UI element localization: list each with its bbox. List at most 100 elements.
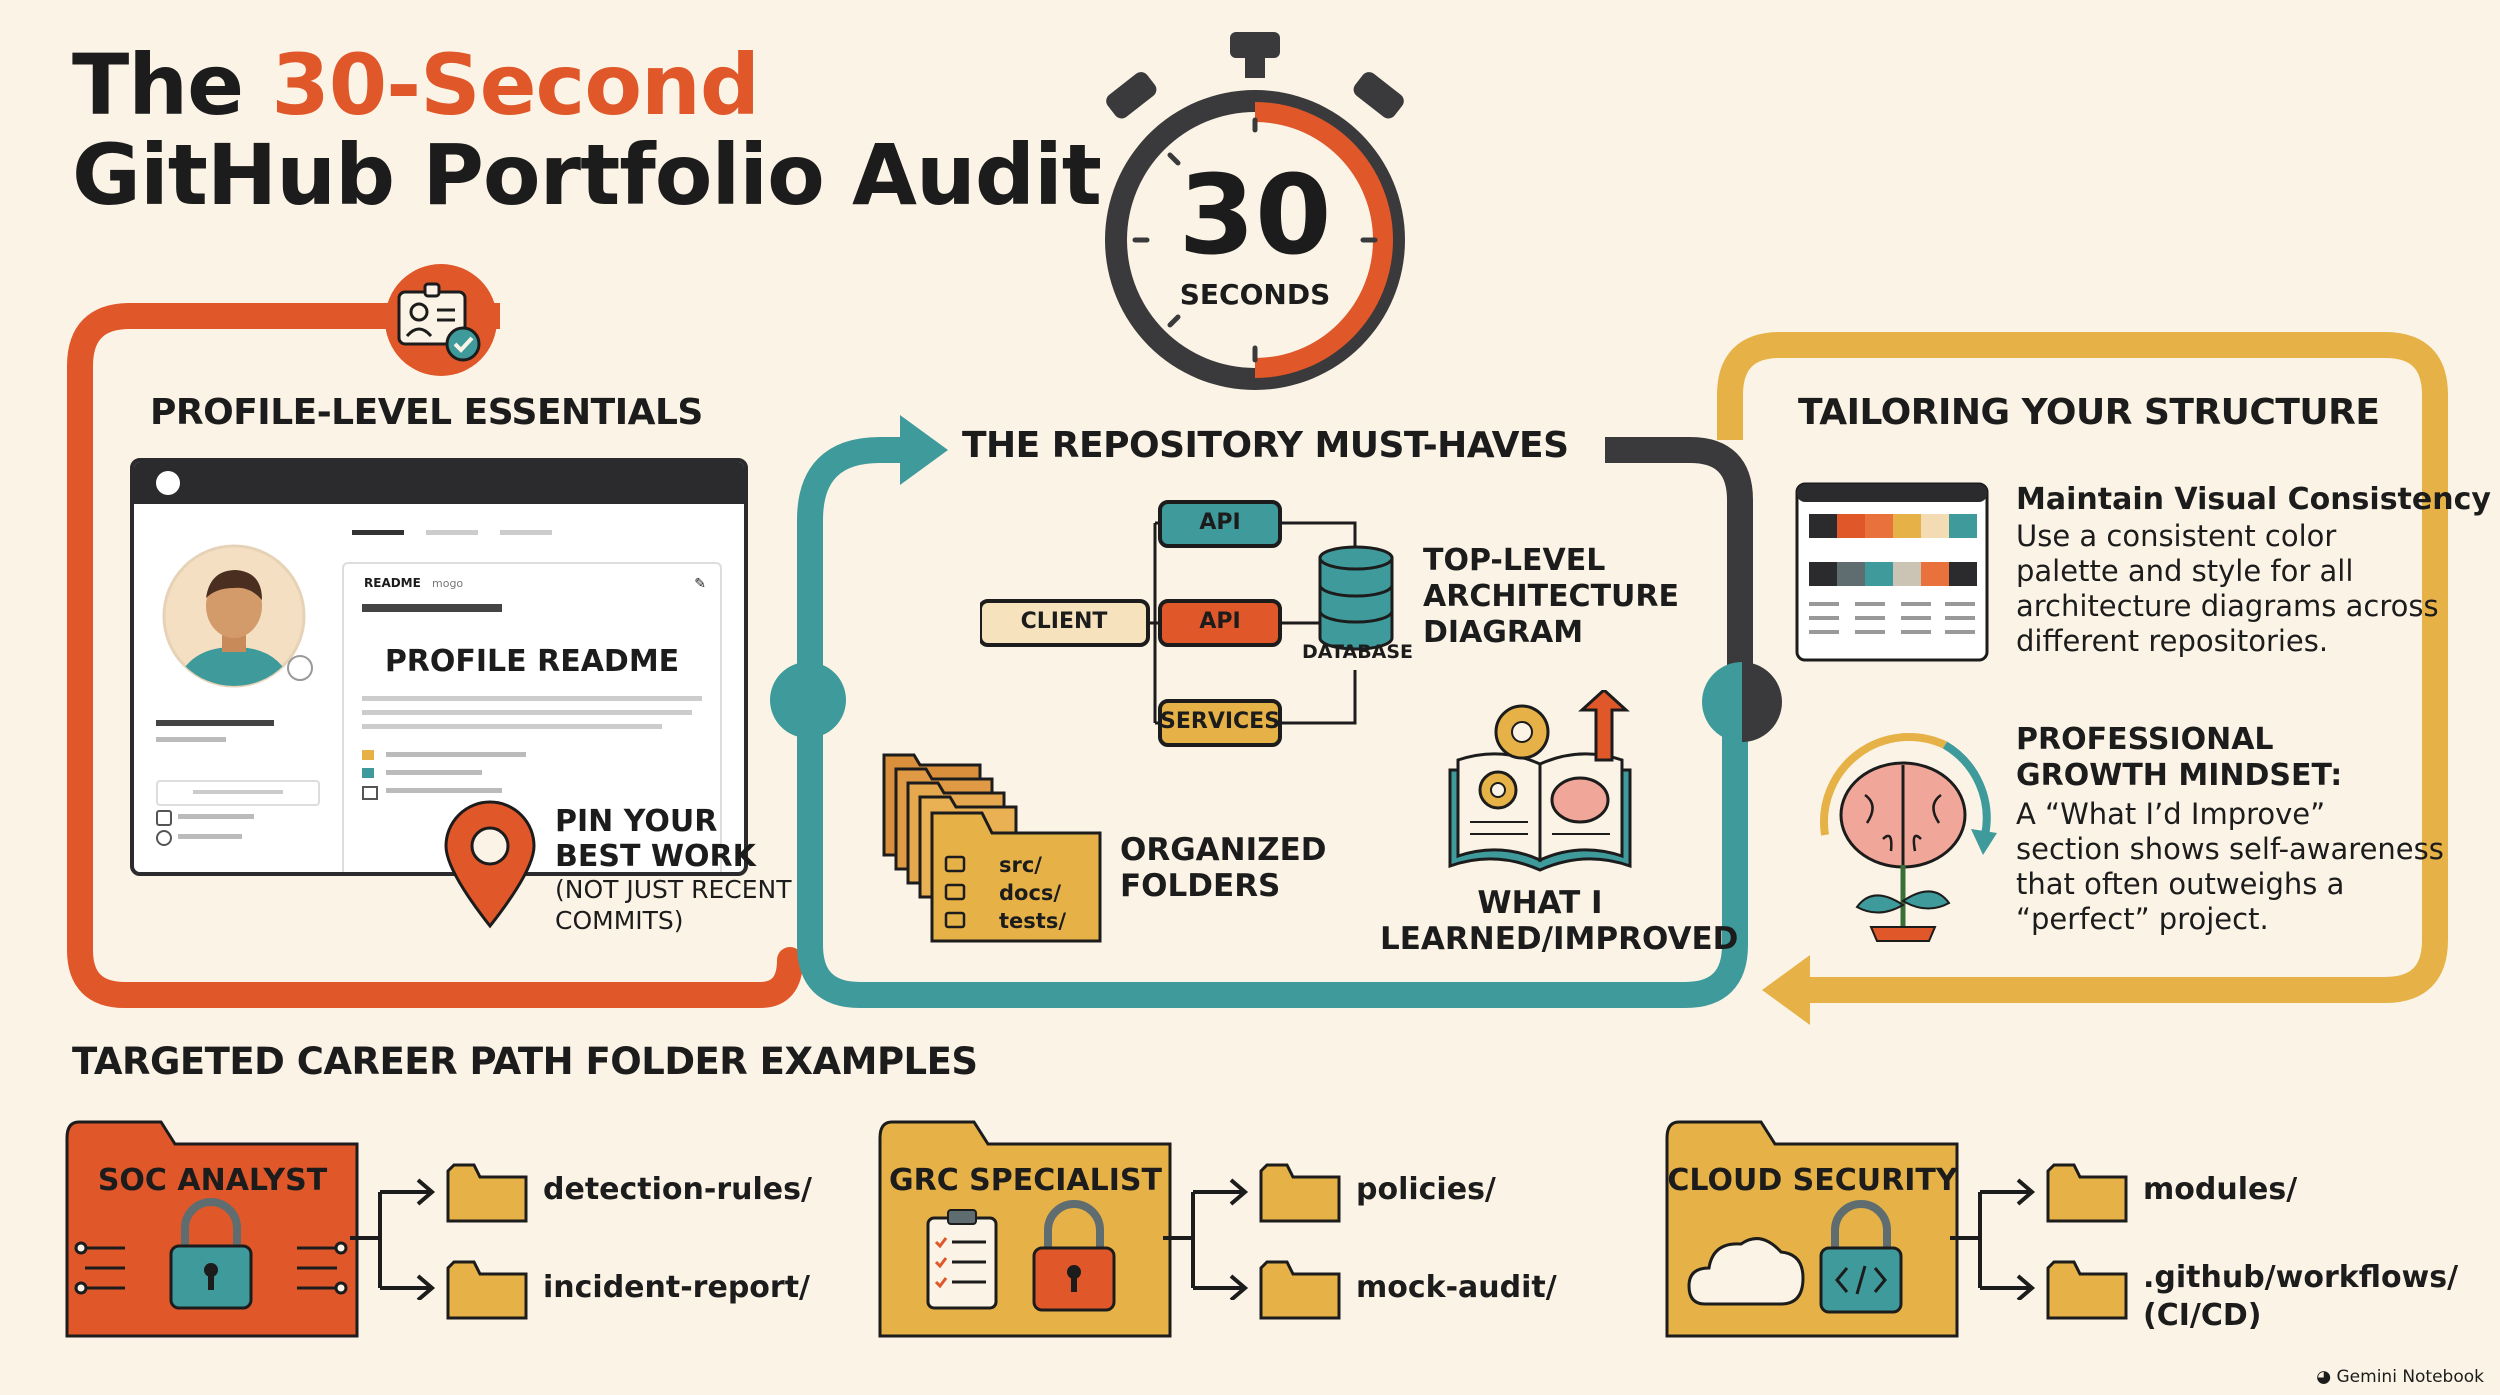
pin-line-2: BEST WORK bbox=[555, 839, 756, 874]
soc-folder-1: detection-rules/ bbox=[543, 1172, 812, 1207]
api-node-2: API bbox=[1199, 609, 1241, 634]
growth-line-4: “perfect” project. bbox=[2016, 902, 2269, 936]
database-label: DATABASE bbox=[1302, 641, 1414, 663]
growth-brain-icon bbox=[1820, 733, 1997, 942]
title-line-2: GitHub Portfolio Audit bbox=[72, 126, 1102, 224]
folder-src: src/ bbox=[999, 853, 1042, 877]
readme-label: README bbox=[364, 576, 421, 590]
folder-icon bbox=[446, 1260, 528, 1320]
folder-icon bbox=[2046, 1163, 2128, 1223]
page-title: The 30-Second GitHub Portfolio Audit bbox=[72, 40, 1102, 224]
palette-window-icon bbox=[1795, 482, 1989, 662]
pencil-icon: ✎ bbox=[694, 576, 706, 592]
cloud-branch bbox=[1950, 1178, 2036, 1300]
timer-number: 30 bbox=[1178, 151, 1332, 279]
repo-arrow-icon bbox=[900, 415, 948, 485]
growth-line-1: A “What I’d Improve” bbox=[2016, 797, 2326, 831]
location-icon bbox=[156, 830, 172, 846]
folder-icon bbox=[1259, 1260, 1341, 1320]
folder-icon bbox=[1259, 1163, 1341, 1223]
visual-line-1: Use a consistent color bbox=[2016, 519, 2337, 553]
soc-folder-2: incident-report/ bbox=[543, 1270, 810, 1305]
soc-label: SOC ANALYST bbox=[97, 1163, 328, 1198]
book-brain-icon bbox=[1448, 690, 1632, 872]
window-titlebar bbox=[134, 462, 744, 504]
stopwatch-icon bbox=[1105, 32, 1405, 390]
location-pin-icon bbox=[444, 800, 536, 929]
arch-line-1: TOP-LEVEL bbox=[1423, 543, 1606, 578]
profile-loop bbox=[67, 303, 803, 1008]
tailoring-heading: TAILORING YOUR STRUCTURE bbox=[1798, 392, 2380, 433]
connector-dark bbox=[1742, 662, 1782, 742]
tab-active bbox=[352, 530, 404, 535]
readme-line bbox=[386, 788, 502, 793]
cloud-label: CLOUD SECURITY bbox=[1667, 1163, 1958, 1198]
tab-2 bbox=[426, 530, 478, 535]
readme-card: README mogo ✎ PROFILE README bbox=[342, 562, 722, 872]
growth-line-3: that often outweighs a bbox=[2016, 867, 2345, 901]
growth-title-1: PROFESSIONAL bbox=[2016, 722, 2274, 757]
repo-loop bbox=[797, 437, 1748, 1008]
soc-branch bbox=[350, 1178, 436, 1300]
follow-button bbox=[156, 780, 320, 806]
visual-line-2: palette and style for all bbox=[2016, 554, 2354, 588]
profile-line bbox=[178, 814, 254, 819]
readme-line bbox=[386, 752, 526, 757]
arch-line-3: DIAGRAM bbox=[1423, 615, 1584, 650]
visual-consistency-title: Maintain Visual Consistency bbox=[2016, 482, 2491, 517]
cloud-folder-2a: .github/workflows/ bbox=[2143, 1260, 2459, 1295]
check-icon bbox=[362, 768, 374, 778]
visual-line-4: different repositories. bbox=[2016, 624, 2329, 658]
pin-line-1: PIN YOUR bbox=[555, 804, 718, 839]
footer-brand: ◕ Gemini Notebook bbox=[2316, 1367, 2484, 1387]
tab-3 bbox=[500, 530, 552, 535]
connector-teal-2 bbox=[1702, 662, 1742, 742]
tailoring-loop bbox=[1717, 332, 2448, 1003]
grc-folder-icon bbox=[878, 1120, 1172, 1338]
readme-line bbox=[362, 604, 502, 612]
repo-heading: THE REPOSITORY MUST-HAVES bbox=[962, 425, 1569, 466]
database-icon bbox=[1318, 545, 1394, 651]
title-accent: 30-Second bbox=[271, 36, 760, 134]
box-icon bbox=[362, 786, 378, 800]
id-badge-icon bbox=[385, 264, 497, 376]
folder-docs: docs/ bbox=[999, 881, 1062, 905]
timer-unit: SECONDS bbox=[1179, 278, 1331, 311]
profile-readme-title: PROFILE README bbox=[384, 644, 680, 679]
visual-line-3: architecture diagrams across bbox=[2016, 589, 2439, 623]
growth-line-2: section shows self-awareness bbox=[2016, 832, 2444, 866]
title-prefix: The bbox=[72, 36, 272, 134]
pin-line-4: COMMITS) bbox=[555, 906, 684, 935]
client-node: CLIENT bbox=[1020, 609, 1108, 634]
organized-line-2: FOLDERS bbox=[1120, 868, 1281, 904]
learned-line-1: WHAT I bbox=[1477, 885, 1603, 921]
profile-line bbox=[178, 834, 242, 839]
github-logo-icon bbox=[156, 471, 180, 495]
grc-folder-2: mock-audit/ bbox=[1356, 1270, 1557, 1305]
connector-teal bbox=[770, 662, 846, 738]
pin-line-3: (NOT JUST RECENT bbox=[555, 875, 792, 904]
avatar bbox=[162, 544, 313, 688]
star-icon bbox=[362, 750, 374, 760]
grc-label: GRC SPECIALIST bbox=[888, 1163, 1163, 1198]
tailoring-arrow-icon bbox=[1762, 955, 1810, 1025]
readme-line bbox=[386, 770, 482, 775]
folder-tests: tests/ bbox=[999, 909, 1066, 933]
folder-icon bbox=[2046, 1260, 2128, 1320]
repo-loop-dark bbox=[1605, 437, 1753, 710]
building-icon bbox=[156, 810, 172, 826]
readme-line bbox=[362, 724, 662, 729]
readme-line bbox=[362, 696, 702, 701]
folder-icon bbox=[446, 1163, 528, 1223]
cloud-folder-2b: (CI/CD) bbox=[2143, 1298, 2262, 1333]
learned-line-2: LEARNED/IMPROVED bbox=[1380, 921, 1739, 957]
grc-branch bbox=[1163, 1178, 1249, 1300]
readme-line bbox=[362, 710, 692, 715]
folder-stack-icon bbox=[882, 753, 1102, 943]
services-node: SERVICES bbox=[1160, 709, 1281, 734]
title-line-1: The 30-Second bbox=[72, 40, 1101, 130]
arch-line-2: ARCHITECTURE bbox=[1423, 579, 1679, 614]
readme-repo: mogo bbox=[432, 577, 464, 590]
organized-line-1: ORGANIZED bbox=[1120, 832, 1327, 868]
